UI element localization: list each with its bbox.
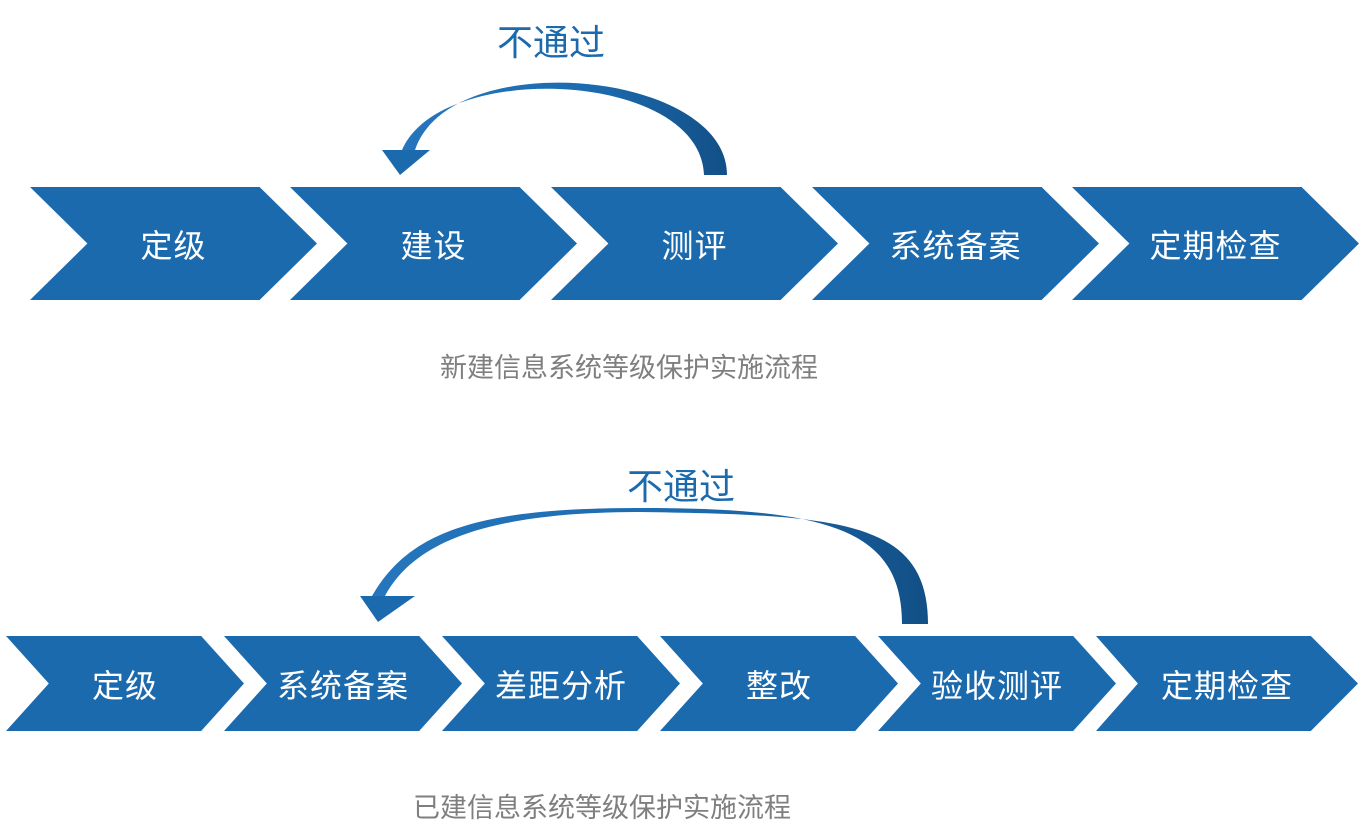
step-chevron: 建设 (290, 187, 577, 300)
retry-loop-arrow (382, 82, 727, 175)
existing-system-flow-diagram: 不通过 定级 系统备案 差距分析 整改 验收测评 定期检查 已建信息系统等级保护… (0, 420, 1362, 839)
diagram-caption: 已建信息系统等级保护实施流程 (413, 793, 791, 824)
process-steps: 定级 建设 测评 系统备案 定期检查 (0, 187, 1362, 300)
step-chevron: 差距分析 (442, 636, 680, 731)
retry-loop-arrow (360, 508, 928, 624)
retry-label: 不通过 (497, 23, 606, 64)
process-steps: 定级 系统备案 差距分析 整改 验收测评 定期检查 (0, 636, 1362, 731)
step-chevron: 定级 (6, 636, 244, 731)
step-chevron: 定期检查 (1072, 187, 1359, 300)
step-chevron: 定期检查 (1096, 636, 1358, 731)
step-chevron: 系统备案 (812, 187, 1099, 300)
step-chevron: 系统备案 (224, 636, 462, 731)
diagram-caption: 新建信息系统等级保护实施流程 (440, 353, 818, 384)
new-system-flow-diagram: 不通过 定级 建设 测评 系统备案 定期检查 新建信息系统等级保护实施流程 (0, 23, 1362, 384)
retry-label: 不通过 (627, 467, 736, 508)
step-chevron: 整改 (660, 636, 898, 731)
step-chevron: 测评 (551, 187, 838, 300)
step-chevron: 定级 (30, 187, 317, 300)
step-chevron: 验收测评 (878, 636, 1116, 731)
